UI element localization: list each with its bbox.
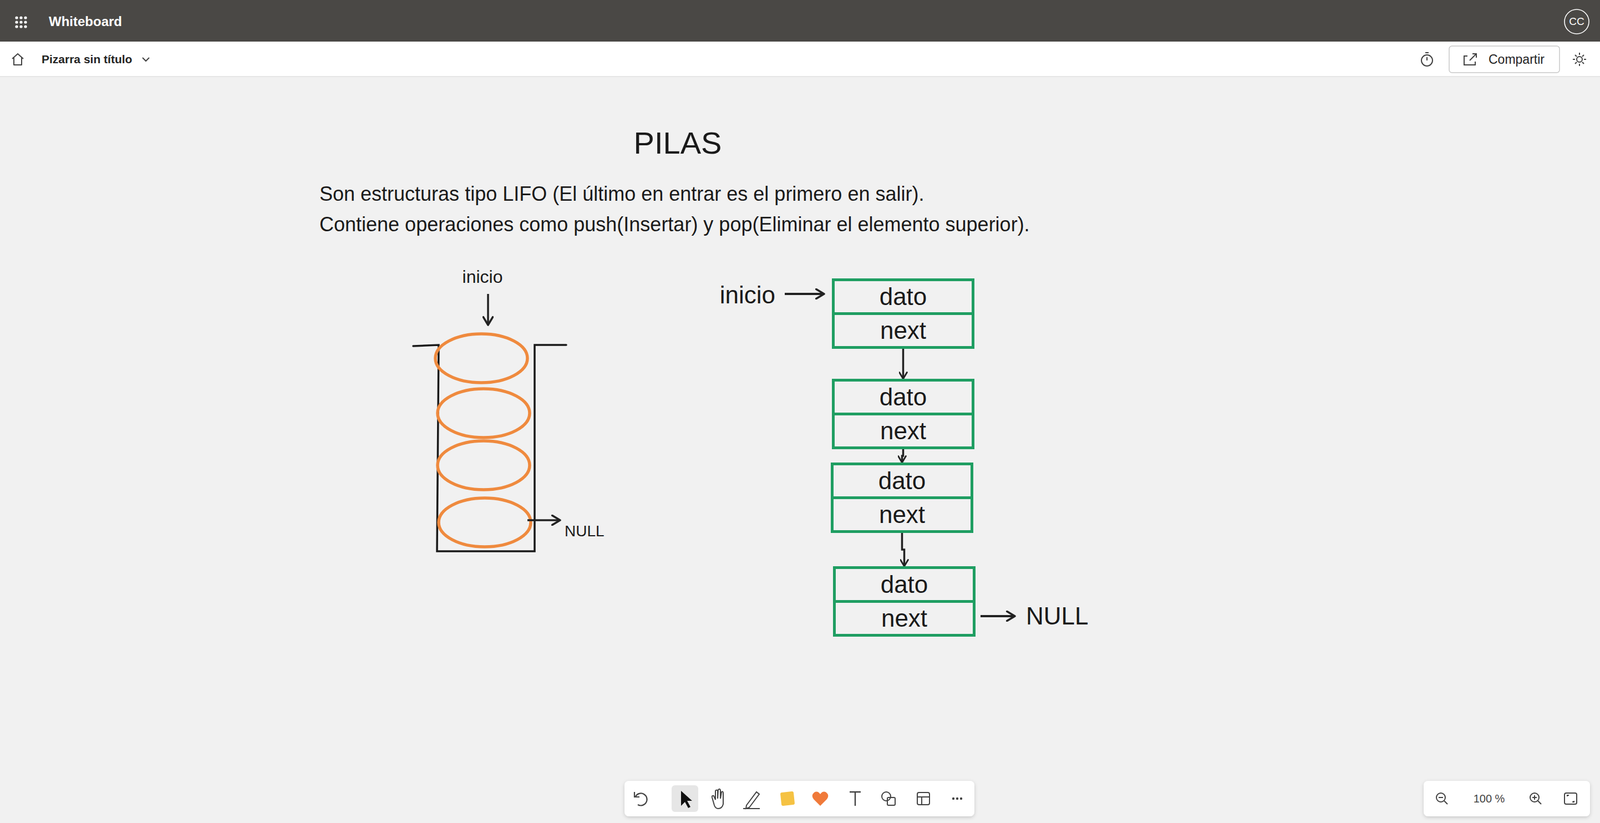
zoom-level: 100 %: [1473, 792, 1506, 806]
stack-container: [413, 344, 567, 552]
zoom-in-icon: [1530, 793, 1542, 805]
stack-elements: [437, 440, 530, 490]
zoom-out-icon: [1436, 793, 1448, 805]
timer-icon: [1421, 52, 1433, 66]
app-launcher-icon: [23, 20, 27, 24]
null-label: NULL: [1025, 602, 1089, 631]
hand-tool-icon: [712, 789, 724, 809]
zoom-in-icon: [1532, 795, 1542, 805]
linked-list-node: datonext: [831, 378, 975, 450]
app-launcher-icon: [14, 24, 18, 28]
share-icon: [1464, 53, 1477, 65]
home-icon: [12, 53, 24, 65]
share-button: [1449, 46, 1560, 73]
reaction-icon: [812, 791, 829, 806]
linked-list-node: datonext: [832, 566, 976, 637]
templates-tool-icon: [917, 792, 930, 805]
app-launcher-icon: [14, 16, 18, 19]
linked-list-node: datonext: [830, 462, 974, 533]
description-text: Contiene operaciones como push(Insertar)…: [319, 212, 1030, 236]
more-icon: [960, 797, 963, 800]
pointer-arrow: [486, 293, 490, 325]
data-field: dato: [834, 281, 972, 313]
text-tool-icon: [849, 791, 861, 806]
fit-to-screen-icon: [1564, 793, 1577, 805]
settings-icon: [1572, 52, 1587, 66]
sticky-note-icon: [780, 791, 795, 806]
app-launcher-icon: [23, 24, 27, 28]
next-pointer-arrow: [902, 532, 905, 567]
zoom-out-icon: [1438, 797, 1448, 805]
share-button-label: Compartir: [1488, 52, 1545, 67]
pointer-arrow: [527, 519, 561, 522]
data-field: dato: [834, 381, 972, 413]
settings-icon: [1572, 52, 1587, 66]
app-launcher-icon: [23, 16, 27, 19]
stack-elements: [438, 498, 531, 547]
shapes-tool-icon: [881, 791, 896, 806]
selected-tool-bg: [671, 785, 699, 812]
more-icon: [956, 797, 959, 800]
pointer-label: inicio: [719, 281, 776, 310]
templates-tool-icon: [917, 796, 930, 805]
chevron-icon: [142, 57, 150, 62]
null-label: NULL: [564, 522, 605, 541]
toolbar-panel: [624, 780, 975, 817]
fit-to-screen-icon: [1567, 795, 1574, 802]
app-launcher-icon: [19, 16, 23, 19]
document-bar: [0, 41, 1600, 77]
pointer-field: next: [834, 312, 972, 347]
pointer-field: next: [835, 600, 973, 634]
data-field: dato: [833, 465, 971, 497]
shapes-tool-icon: [881, 791, 891, 801]
pointer-field: next: [833, 496, 971, 531]
zoom-panel: [1423, 780, 1591, 817]
pointer-arrow: [784, 292, 825, 296]
pointer-label: inicio: [462, 266, 504, 288]
shapes-tool-icon: [887, 797, 896, 806]
avatar-circle: [1564, 9, 1589, 34]
top-bar: [0, 0, 1600, 42]
pen-tool-icon: [743, 791, 760, 809]
templates-tool-icon: [917, 792, 930, 805]
select-tool-icon: [681, 790, 693, 809]
avatar-initials: CC: [1568, 15, 1584, 28]
app-launcher-icon: [19, 24, 23, 28]
app-launcher-icon: [14, 20, 18, 24]
app-name: Whiteboard: [48, 13, 123, 30]
pointer-field: next: [834, 412, 972, 447]
stack-container: [413, 344, 567, 552]
stack-elements: [437, 388, 530, 438]
stack-elements: [435, 333, 531, 547]
timer-icon: [1425, 52, 1429, 61]
app-launcher-icon: [19, 20, 23, 24]
description-text: Son estructuras tipo LIFO (El último en …: [319, 182, 924, 206]
more-icon: [952, 797, 955, 800]
stack-elements: [435, 333, 528, 383]
document-name: Pizarra sin título: [41, 52, 132, 66]
more-icon: [952, 797, 963, 800]
next-pointer-arrow: [902, 449, 904, 463]
bar-divider: [0, 75, 1600, 78]
data-field: dato: [835, 569, 973, 601]
pointer-arrow: [980, 615, 1015, 618]
linked-list-node: datonext: [831, 278, 975, 349]
next-pointer-arrow: [902, 348, 905, 379]
app-launcher-icon: [14, 16, 27, 28]
board-title: PILAS: [633, 125, 723, 161]
settings-icon: [1576, 56, 1583, 63]
undo-icon: [634, 791, 648, 806]
fit-to-screen-icon: [1564, 793, 1577, 805]
